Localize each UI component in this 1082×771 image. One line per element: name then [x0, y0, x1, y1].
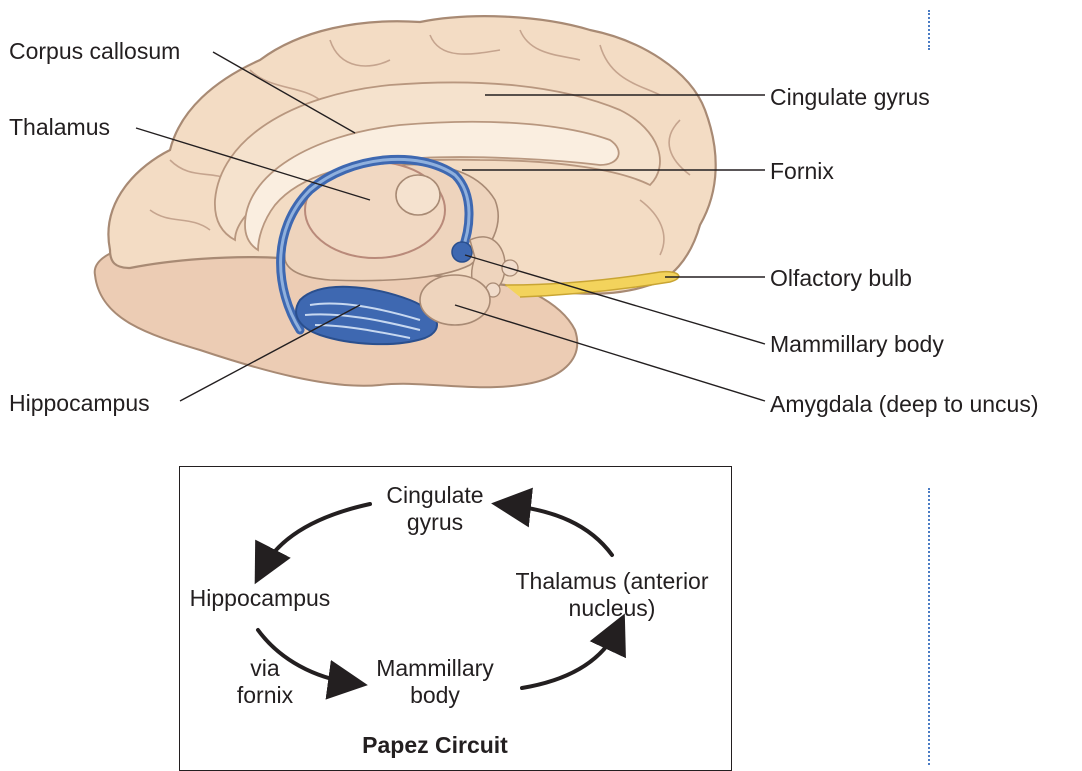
label-corpus-callosum: Corpus callosum — [9, 38, 180, 65]
label-olfactory-bulb: Olfactory bulb — [770, 265, 912, 292]
dotted-rule-bottom — [928, 488, 930, 765]
papez-node-cingulate-gyrus: Cingulate gyrus — [360, 482, 510, 536]
papez-edge-via-fornix: via fornix — [215, 655, 315, 709]
brain-illustration — [95, 16, 716, 387]
label-thalamus: Thalamus — [9, 114, 110, 141]
papez-node-mammillary-body: Mammillary body — [360, 655, 510, 709]
dotted-rule-top — [928, 10, 930, 50]
label-amygdala: Amygdala (deep to uncus) — [770, 391, 1039, 418]
papez-node-thalamus: Thalamus (anterior nucleus) — [492, 568, 732, 622]
papez-mammillary-line2: body — [360, 682, 510, 709]
label-fornix: Fornix — [770, 158, 834, 185]
label-cingulate-gyrus: Cingulate gyrus — [770, 84, 930, 111]
papez-cingulate-line2: gyrus — [360, 509, 510, 536]
papez-circuit-title: Papez Circuit — [330, 732, 540, 759]
uncus-shape — [420, 275, 490, 325]
papez-cingulate-line1: Cingulate — [360, 482, 510, 509]
label-mammillary-body: Mammillary body — [770, 331, 944, 358]
mammillary-body-shape — [452, 242, 472, 262]
papez-via-line2: fornix — [215, 682, 315, 709]
papez-thalamus-line2: nucleus) — [492, 595, 732, 622]
thalamus-nucleus — [396, 175, 440, 215]
papez-thalamus-line1: Thalamus (anterior — [492, 568, 732, 595]
label-hippocampus: Hippocampus — [9, 390, 150, 417]
papez-via-line1: via — [215, 655, 315, 682]
papez-node-hippocampus: Hippocampus — [185, 585, 335, 612]
papez-hippocampus-label: Hippocampus — [185, 585, 335, 612]
papez-mammillary-line1: Mammillary — [360, 655, 510, 682]
